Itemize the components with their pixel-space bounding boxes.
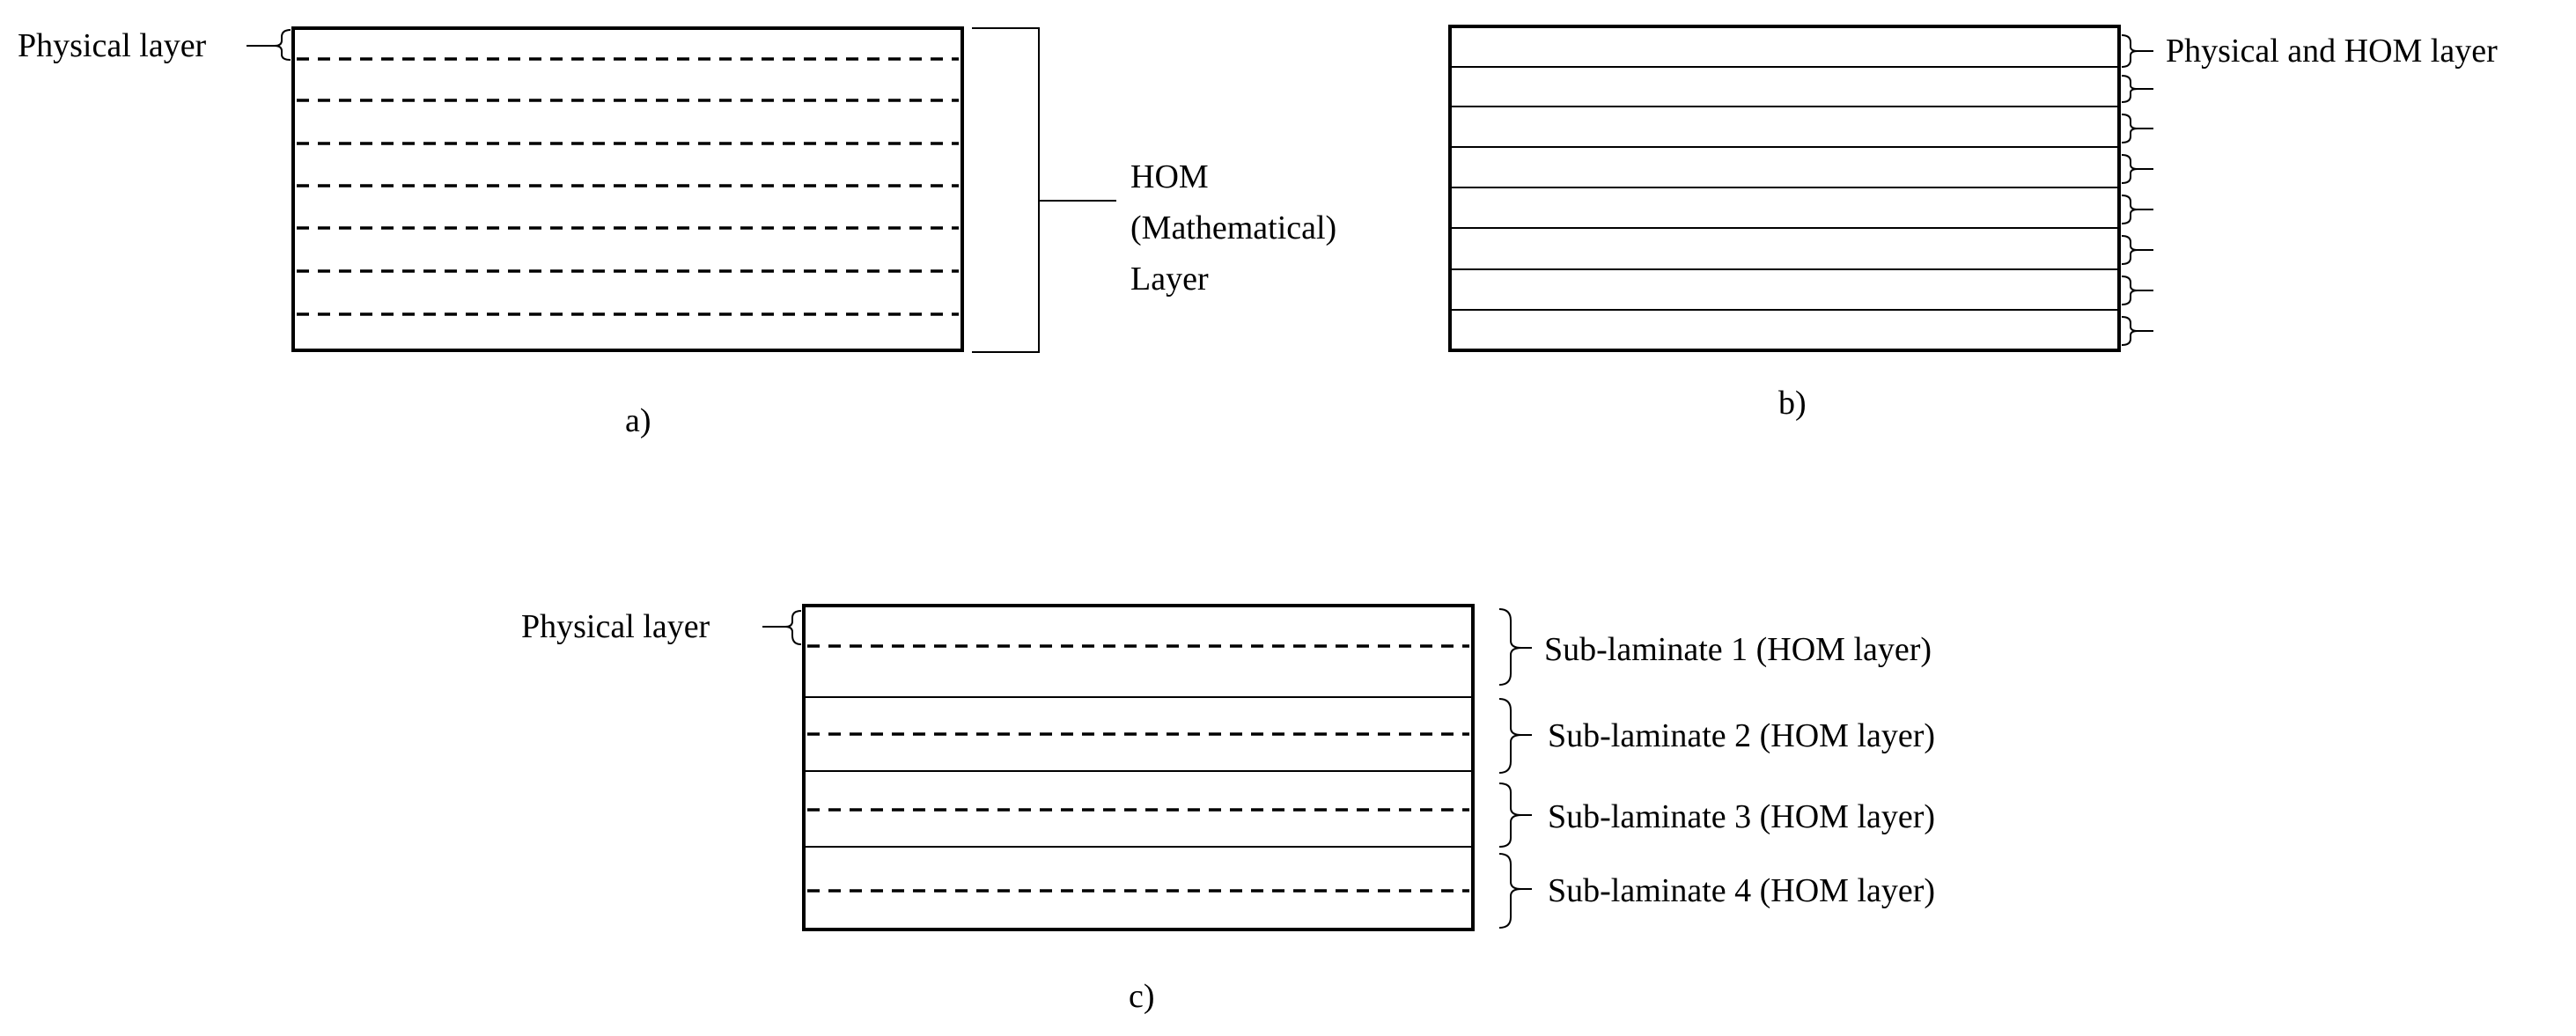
panel-c-physical-layer-brace [784,610,802,645]
panel-c-sublaminate-4-label: Sub-laminate 4 (HOM layer) [1548,872,1935,909]
panel-c-laminate-box [802,604,1475,931]
panel-b-layer-brace [2121,195,2153,224]
panel-a-dashed-layer-lines [297,57,959,316]
panel-a-caption: a) [625,402,651,439]
panel-c-sublaminate-brace [1498,698,1532,774]
panel-b-layer-braces [2121,34,2153,346]
panel-c-sublaminate-2-label: Sub-laminate 2 (HOM layer) [1548,717,1935,754]
panel-c-sublaminate-brace [1498,783,1532,848]
panel-b: Physical and HOM layer b) [1448,25,2498,422]
panel-b-physical-hom-label: Physical and HOM layer [2166,33,2498,70]
panel-a-hom-label-line-1: HOM [1130,158,1209,195]
panel-a-laminate-box [291,26,964,352]
panel-c-dashed-layer-lines [807,644,1469,893]
panel-a-physical-layer-label: Physical layer [18,27,207,64]
panel-b-layer-brace [2121,276,2153,305]
panel-a-hom-label-line-2: (Mathematical) [1130,209,1336,246]
panel-c-sublaminate-3-label: Sub-laminate 3 (HOM layer) [1548,798,1935,835]
panel-b-layer-brace [2121,316,2153,346]
panel-c-sublaminate-brace [1498,608,1532,686]
panel-c-sublaminate-braces [1498,608,1532,929]
panel-c-sublaminate-brace [1498,853,1532,929]
panel-c: Physical layer Sub-laminate 1 (HOM layer… [521,604,1935,1015]
panel-a-physical-layer-brace [274,29,291,61]
panel-a: Physical layer HOM (Mathematical) Layer … [18,26,1336,439]
panel-b-laminate-box [1448,25,2121,352]
panel-c-caption: c) [1129,978,1155,1015]
panel-c-physical-layer-label: Physical layer [521,608,710,645]
panel-b-layer-brace [2121,235,2153,265]
panel-b-solid-layer-lines [1452,66,2117,311]
panel-a-hom-bracket [972,27,1040,353]
panel-c-sublaminate-boundaries [806,696,1471,848]
panel-b-layer-brace [2121,154,2153,184]
panel-a-hom-label-line-3: Layer [1130,261,1209,298]
panel-b-caption: b) [1778,385,1807,422]
panel-b-layer-brace [2121,114,2153,143]
panel-b-layer-brace [2121,75,2153,103]
panel-b-layer-brace [2121,34,2153,68]
panel-c-sublaminate-1-label: Sub-laminate 1 (HOM layer) [1544,631,1932,668]
